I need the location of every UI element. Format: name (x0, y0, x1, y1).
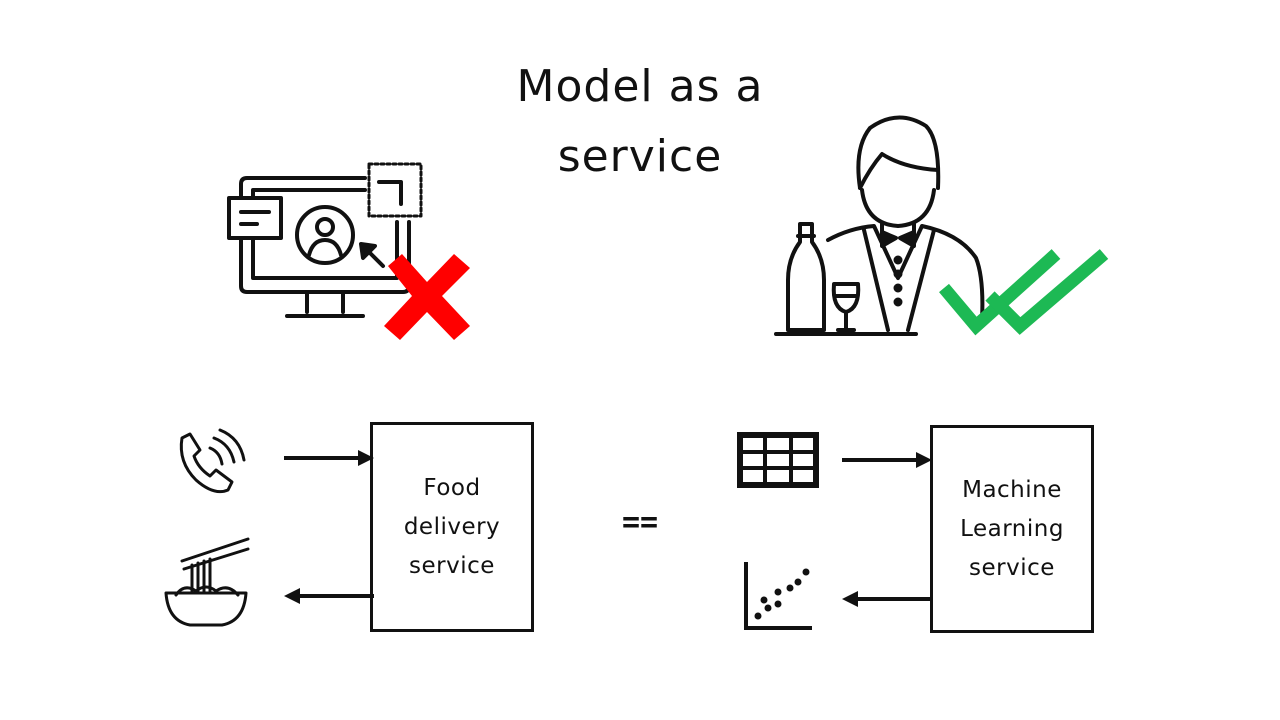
green-double-check-icon (938, 248, 1113, 340)
noodle-bowl-icon (162, 535, 252, 630)
arrow-left-from-ml-service (840, 589, 934, 609)
scatter-plot-icon (742, 560, 814, 632)
ml-box-line-3: service (969, 554, 1055, 581)
title-line-2: service (557, 131, 723, 182)
slide-title: Model as a service (440, 52, 840, 192)
ml-box-line-2: Learning (960, 515, 1064, 542)
machine-learning-service-box: Machine Learning service (930, 425, 1094, 633)
food-box-line-1: Food (423, 474, 481, 501)
computer-screen-icon (225, 160, 425, 320)
food-delivery-service-label: Food delivery service (404, 469, 500, 586)
arrow-right-to-food-service (282, 448, 376, 468)
waiter-icon (770, 108, 990, 340)
equals-sign: == (621, 505, 659, 540)
food-box-line-3: service (409, 552, 495, 579)
arrow-left-from-food-service (282, 586, 376, 606)
food-box-line-2: delivery (403, 513, 501, 540)
red-cross-icon (380, 252, 475, 342)
food-delivery-service-box: Food delivery service (370, 422, 534, 632)
machine-learning-service-label: Machine Learning service (960, 471, 1064, 588)
ml-box-line-1: Machine (962, 476, 1062, 503)
phone-ringing-icon (170, 428, 246, 495)
title-line-1: Model as a (516, 61, 764, 112)
data-table-icon (737, 432, 819, 488)
arrow-right-to-ml-service (840, 450, 934, 470)
